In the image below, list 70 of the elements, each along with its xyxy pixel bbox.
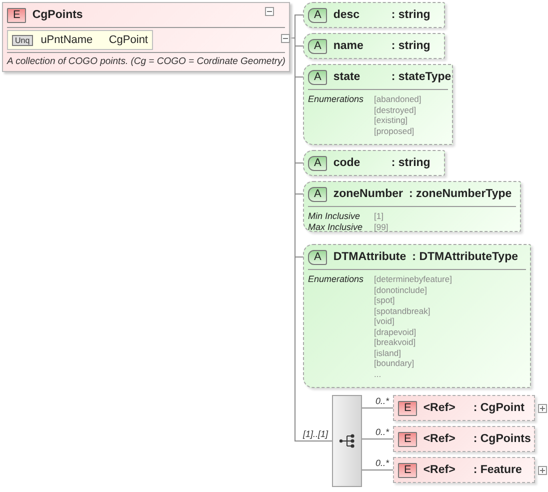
- element-name: <Ref>: [423, 464, 456, 476]
- sequence-compositor-box: [332, 395, 362, 487]
- constraint-selector: CgPoint: [108, 34, 148, 46]
- element-name: name: [333, 40, 364, 52]
- type-name: : zoneNumberType: [409, 188, 512, 200]
- element-badge: E: [398, 462, 418, 478]
- type-name: : string: [391, 40, 430, 52]
- facet-name: Enumerations: [308, 94, 365, 104]
- type-name: : Feature: [473, 464, 522, 476]
- element-reference-box: [393, 426, 535, 452]
- enumeration-value: [boundary]: [374, 358, 416, 368]
- type-name: : DTMAttributeType: [412, 251, 518, 263]
- element-name: CgPoints: [32, 9, 83, 21]
- type-name: : string: [391, 157, 430, 169]
- attribute-box: [303, 150, 445, 176]
- element-reference-box: [393, 457, 535, 483]
- attribute-badge: A: [308, 156, 328, 170]
- element-badge: E: [398, 432, 418, 446]
- attribute-badge: A: [308, 70, 328, 84]
- documentation-text: A collection of COGO points. (Cg = COGO = Cordinate Geometry): [6, 55, 286, 69]
- attribute-box: [303, 244, 531, 388]
- enumeration-value: [destroyed]: [374, 104, 418, 115]
- enumeration-value: [existing]: [374, 115, 409, 126]
- facet-value: [1]: [374, 211, 384, 222]
- cardinality-label: 0..*: [375, 458, 389, 468]
- facet-name: Max Inclusive: [308, 222, 364, 232]
- attribute-box: [303, 181, 521, 232]
- facet-value: [99]: [374, 222, 390, 232]
- element-name: <Ref>: [423, 433, 456, 445]
- attribute-badge: A: [308, 8, 328, 22]
- type-name: : CgPoints: [473, 433, 531, 445]
- facet-name: Min Inclusive: [308, 211, 362, 222]
- attribute-badge: A: [308, 250, 328, 264]
- type-name: : string: [391, 9, 430, 21]
- attribute-box: [303, 64, 453, 145]
- unique-constraint-box: [7, 30, 153, 50]
- enumeration-value: ...: [374, 368, 382, 379]
- unique-badge: Unq: [12, 34, 33, 46]
- type-name: : stateType: [391, 71, 452, 83]
- enumeration-value: [determinebyfeature]: [374, 274, 453, 284]
- element-box: [2, 2, 290, 72]
- enumeration-value: [breakvoid]: [374, 337, 417, 348]
- type-name: : CgPoint: [473, 402, 524, 414]
- attribute-box: [303, 33, 445, 59]
- attribute-badge: A: [308, 38, 328, 54]
- enumeration-value: [spotandbreak]: [374, 306, 432, 316]
- attribute-badge: A: [308, 186, 328, 202]
- facet-name: Enumerations: [308, 274, 365, 284]
- enumeration-value: [island]: [374, 348, 402, 358]
- element-badge: E: [7, 8, 26, 22]
- connector-line: [362, 438, 394, 440]
- cardinality-label: [1]..[1]: [302, 429, 328, 439]
- element-name: zoneNumber: [333, 188, 403, 200]
- element-name: state: [333, 71, 362, 83]
- element-name: <Ref>: [423, 402, 456, 414]
- enumeration-value: [void]: [374, 316, 396, 326]
- element-name: desc: [333, 9, 361, 21]
- enumeration-value: [abandoned]: [374, 94, 422, 104]
- element-name: code: [333, 157, 362, 169]
- constraint-name: uPntName: [40, 34, 94, 46]
- enumeration-value: [proposed]: [374, 126, 416, 136]
- attribute-box: [303, 2, 445, 28]
- element-badge: E: [398, 400, 418, 416]
- enumeration-value: [drapevoid]: [374, 326, 418, 337]
- enumeration-value: [spot]: [374, 295, 396, 306]
- cardinality-label: 0..*: [375, 427, 389, 437]
- enumeration-value: [donotinclude]: [374, 284, 428, 295]
- element-reference-box: [393, 395, 535, 421]
- cardinality-label: 0..*: [375, 396, 389, 406]
- element-name: DTMAttribute: [333, 251, 406, 263]
